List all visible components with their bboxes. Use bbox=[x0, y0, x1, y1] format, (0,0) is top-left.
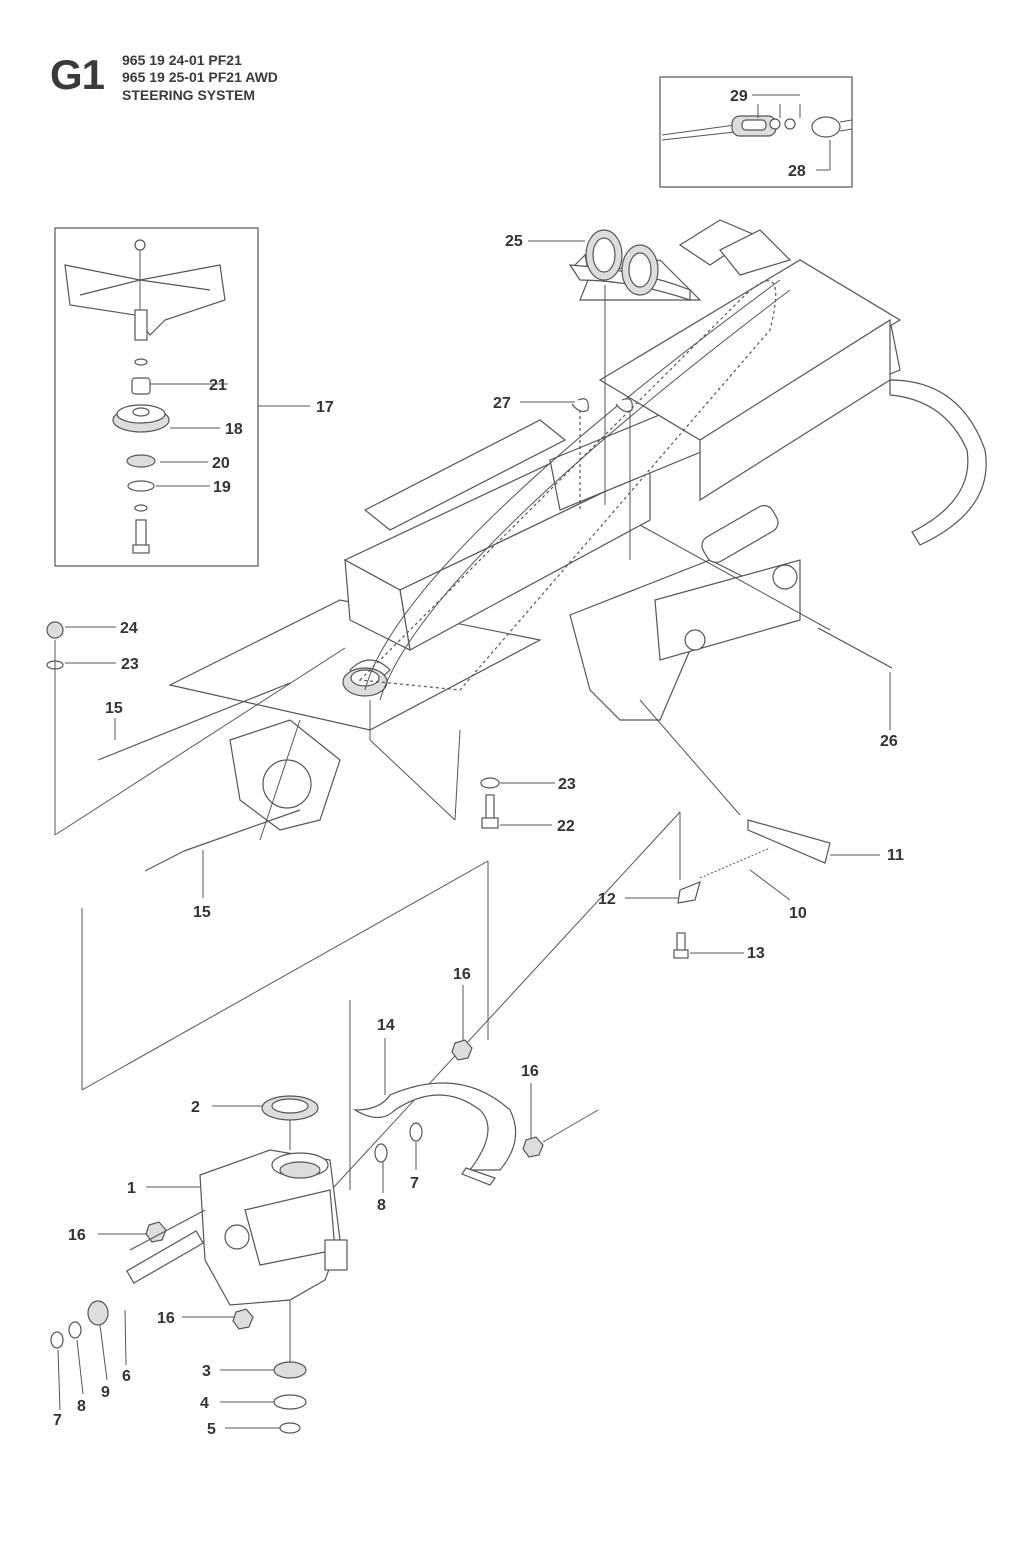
callout-9: 9 bbox=[101, 1384, 110, 1401]
callout-6: 6 bbox=[122, 1368, 131, 1385]
callout-7a: 7 bbox=[410, 1175, 419, 1192]
callout-labels: 29 28 25 27 17 21 18 20 19 24 23 15 26 2… bbox=[53, 88, 904, 1438]
circlip-icon bbox=[273, 1394, 307, 1410]
callout-28: 28 bbox=[788, 163, 806, 180]
callout-27: 27 bbox=[493, 395, 511, 412]
washer-icon bbox=[68, 1321, 82, 1339]
callout-14: 14 bbox=[377, 1017, 395, 1034]
diagram-title: STEERING SYSTEM bbox=[122, 87, 256, 103]
callout-4: 4 bbox=[200, 1395, 209, 1412]
callout-16d: 16 bbox=[157, 1310, 175, 1327]
frame-chassis-icon bbox=[168, 219, 987, 831]
callout-15b: 15 bbox=[193, 904, 211, 921]
idler-pulley-icon bbox=[585, 229, 659, 296]
steering-cable-icon bbox=[259, 279, 791, 841]
nut-icon bbox=[46, 621, 64, 639]
callout-21: 21 bbox=[209, 377, 227, 394]
callout-23: 23 bbox=[121, 656, 139, 673]
bolt-head-icon bbox=[481, 817, 499, 829]
link-icon bbox=[677, 880, 701, 904]
nut-icon bbox=[232, 1308, 254, 1330]
nut-icon bbox=[522, 1136, 544, 1158]
callout-16c: 16 bbox=[68, 1227, 86, 1244]
callout-8b: 8 bbox=[77, 1398, 86, 1415]
bearing-icon bbox=[273, 1361, 307, 1379]
bolt-head-icon bbox=[673, 949, 689, 959]
washer-icon bbox=[480, 777, 500, 789]
bushing-icon bbox=[87, 1300, 109, 1326]
callout-18: 18 bbox=[225, 421, 243, 438]
steering-gear-housing-icon bbox=[199, 1149, 348, 1306]
callout-leaders bbox=[57, 240, 891, 1429]
clip-icon bbox=[615, 398, 633, 413]
model-number-2: 965 19 25-01 PF21 AWD bbox=[122, 69, 278, 85]
circlip-icon bbox=[409, 1122, 423, 1142]
callout-16b: 16 bbox=[521, 1063, 539, 1080]
clip-icon bbox=[571, 398, 589, 413]
pulley-icon bbox=[64, 239, 226, 554]
model-number-1: 965 19 24-01 PF21 bbox=[122, 52, 242, 68]
tie-rod-upper bbox=[97, 682, 291, 761]
spring-icon bbox=[699, 847, 771, 879]
callout-24: 24 bbox=[120, 620, 138, 637]
callout-29: 29 bbox=[730, 88, 748, 105]
bolt-icon bbox=[676, 932, 686, 952]
callout-17: 17 bbox=[316, 399, 334, 416]
callout-7b: 7 bbox=[53, 1412, 62, 1429]
callout-10: 10 bbox=[789, 905, 807, 922]
callout-19: 19 bbox=[213, 479, 231, 496]
steering-segment-icon bbox=[352, 1082, 517, 1171]
callout-2: 2 bbox=[191, 1099, 200, 1116]
bolt-icon bbox=[485, 794, 495, 821]
callout-3: 3 bbox=[202, 1363, 211, 1380]
nut-icon bbox=[451, 1039, 473, 1061]
cable-clamp-icon bbox=[661, 94, 853, 171]
pin-icon bbox=[817, 627, 893, 669]
callout-22: 22 bbox=[557, 818, 575, 835]
tie-rod-lower bbox=[183, 809, 301, 852]
cable-detail-inset bbox=[659, 76, 853, 188]
circlip-icon bbox=[50, 1331, 64, 1349]
section-code: G1 bbox=[50, 51, 105, 98]
callout-5: 5 bbox=[207, 1421, 216, 1438]
pulley-detail-inset bbox=[54, 227, 259, 567]
callout-16a: 16 bbox=[453, 966, 471, 983]
callout-23b: 23 bbox=[558, 776, 576, 793]
callout-20: 20 bbox=[212, 455, 230, 472]
shaft-icon bbox=[126, 1230, 204, 1284]
callout-15: 15 bbox=[105, 700, 123, 717]
callout-8a: 8 bbox=[377, 1197, 386, 1214]
callout-25: 25 bbox=[505, 233, 523, 250]
callout-26: 26 bbox=[880, 733, 898, 750]
callout-1: 1 bbox=[127, 1180, 136, 1197]
callout-13: 13 bbox=[747, 945, 765, 962]
callout-12: 12 bbox=[598, 891, 616, 908]
callout-11: 11 bbox=[887, 847, 904, 864]
steering-plate-icon bbox=[747, 819, 831, 864]
ring-icon bbox=[279, 1422, 301, 1434]
washer-icon bbox=[374, 1143, 388, 1163]
